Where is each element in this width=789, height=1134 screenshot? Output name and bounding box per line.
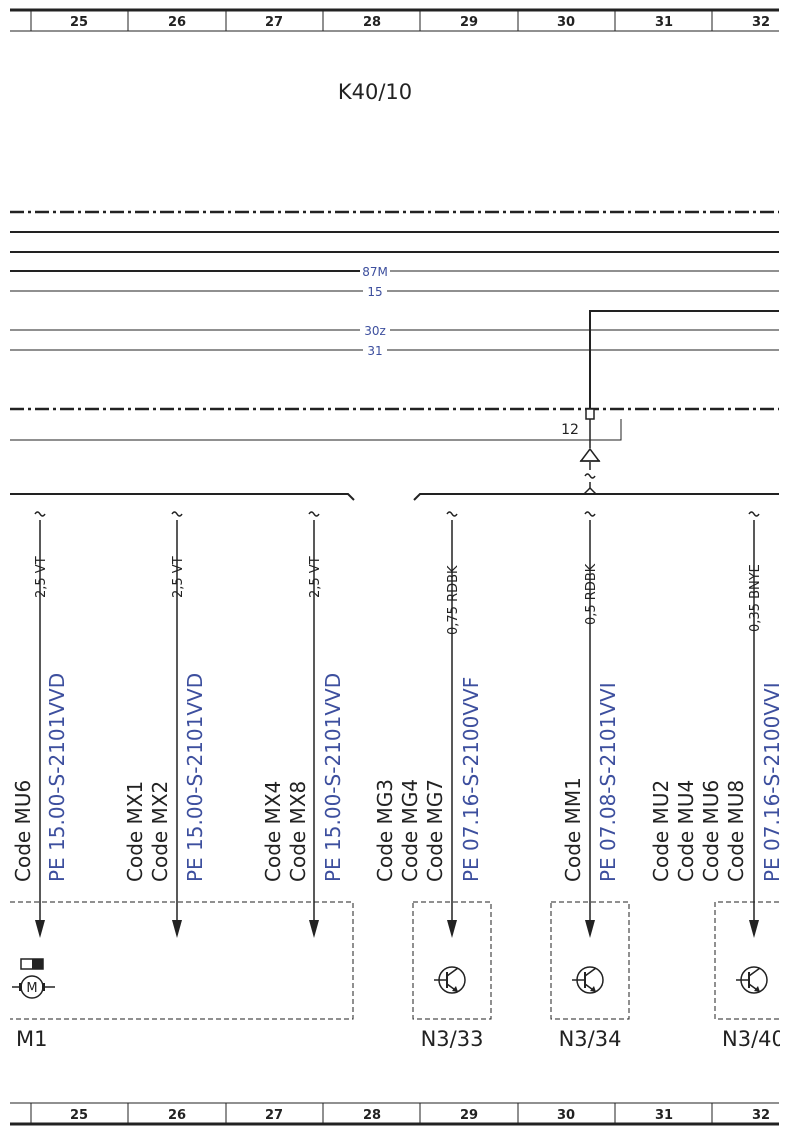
wire-5-code-1: Code MM1	[561, 777, 585, 882]
top-grid-ruler: 25 26 27 28 29 30 31 32	[10, 8, 779, 32]
pin-number: 12	[561, 422, 579, 438]
bottom-grid-ruler: 25 26 27 28 29 30 31 32	[10, 1102, 779, 1126]
wire-6-code-1: Code MU2	[649, 780, 673, 882]
wire-4-code-3: Code MG7	[423, 779, 447, 882]
wire-2-code-1: Code MX1	[123, 781, 147, 882]
harness-bracket-left	[10, 493, 355, 501]
wire-drop-5: 0,5 RDBK PE 07.08-S-2101VVI Code MM1	[561, 511, 620, 938]
bus-87m-label: 87M	[362, 265, 388, 279]
grid-col-32: 32	[752, 15, 770, 30]
component-label-n3-34: N3/34	[559, 1027, 622, 1051]
wire-6-code-3: Code MU6	[699, 780, 723, 882]
grid-col-29-bottom: 29	[460, 1108, 478, 1123]
wire-6-code-4: Code MU8	[724, 780, 748, 882]
wire-2-pe-ref: PE 15.00-S-2101VVD	[183, 673, 207, 882]
grid-col-25: 25	[70, 15, 88, 30]
grid-col-31-bottom: 31	[655, 1108, 673, 1123]
component-box-n3-40	[714, 901, 779, 1020]
tilde-icon	[584, 511, 596, 517]
bus-31-label: 31	[367, 344, 382, 358]
wire-drop-6: 0,35 BNYE PE 07.16-S-2100VVI Code MU2 Co…	[649, 511, 784, 938]
bus-15-label: 15	[367, 285, 382, 299]
tilde-icon	[171, 511, 183, 517]
component-label-n3-40: N3/40	[722, 1027, 785, 1051]
wire-2-code-2: Code MX2	[148, 781, 172, 882]
wire-3-code-1: Code MX4	[261, 781, 285, 882]
grid-col-26: 26	[168, 15, 186, 30]
bus-31: 31	[10, 344, 779, 358]
component-box-n3-34	[550, 901, 630, 1020]
module-title: K40/10	[338, 80, 412, 104]
grid-col-29: 29	[460, 15, 478, 30]
feed-wire-15	[589, 310, 779, 408]
grid-col-27: 27	[265, 15, 283, 30]
wire-4-code-2: Code MG4	[398, 779, 422, 882]
wire-2-gauge: 2,5 VT	[171, 556, 186, 598]
wire-1-gauge: 2,5 VT	[34, 556, 49, 598]
wire-5-pe-ref: PE 07.08-S-2101VVI	[596, 682, 620, 882]
bus-87m: 87M	[10, 265, 779, 279]
wire-4-pe-ref: PE 07.16-S-2100VVF	[459, 677, 483, 882]
motor-symbol-letter: M	[26, 981, 37, 996]
wire-1-code-1: Code MU6	[11, 780, 35, 882]
motor-icon: M	[12, 958, 55, 999]
connector-pin	[585, 408, 595, 420]
wire-drop-2: 2,5 VT PE 15.00-S-2101VVD Code MX1 Code …	[123, 511, 207, 938]
bus-30z: 30z	[10, 324, 779, 338]
wire-drop-3: 2,5 VT PE 15.00-S-2101VVD Code MX4 Code …	[261, 511, 345, 938]
grid-col-27-bottom: 27	[265, 1108, 283, 1123]
wire-6-gauge: 0,35 BNYE	[748, 564, 763, 632]
component-box-n3-33	[412, 901, 492, 1020]
bus-30z-label: 30z	[364, 324, 386, 338]
wire-4-gauge: 0,75 RDBK	[446, 565, 461, 635]
tilde-icon	[446, 511, 458, 517]
wire-4-code-1: Code MG3	[373, 779, 397, 882]
tilde-icon	[308, 511, 320, 517]
wire-6-code-2: Code MU4	[674, 780, 698, 882]
wire-5-gauge: 0,5 RDBK	[584, 563, 599, 625]
component-label-m1: M1	[16, 1027, 47, 1051]
grid-col-26-bottom: 26	[168, 1108, 186, 1123]
pin-bracket-line	[10, 419, 622, 441]
grid-col-31: 31	[655, 15, 673, 30]
harness-bracket-right	[413, 493, 779, 501]
component-label-n3-33: N3/33	[421, 1027, 484, 1051]
grid-col-30: 30	[557, 15, 575, 30]
grid-col-32-bottom: 32	[752, 1108, 770, 1123]
wire-3-pe-ref: PE 15.00-S-2101VVD	[321, 673, 345, 882]
bus-15: 15	[10, 285, 779, 299]
ground-symbol-icon	[579, 447, 601, 495]
tilde-icon	[34, 511, 46, 517]
grid-col-28-bottom: 28	[363, 1108, 381, 1123]
transistor-icon-n3-33	[434, 966, 466, 994]
wire-drop-1: 2,5 VT PE 15.00-S-2101VVD Code MU6	[11, 511, 69, 938]
grid-col-28: 28	[363, 15, 381, 30]
wire-drop-4: 0,75 RDBK PE 07.16-S-2100VVF Code MG3 Co…	[373, 511, 483, 938]
grid-col-30-bottom: 30	[557, 1108, 575, 1123]
grid-col-25-bottom: 25	[70, 1108, 88, 1123]
transistor-icon-n3-40	[736, 966, 768, 994]
wire-3-code-2: Code MX8	[286, 781, 310, 882]
component-box-m1	[10, 901, 354, 1020]
wire-3-gauge: 2,5 VT	[308, 556, 323, 598]
transistor-icon-n3-34	[572, 966, 604, 994]
tilde-icon	[748, 511, 760, 517]
wire-1-pe-ref: PE 15.00-S-2101VVD	[45, 673, 69, 882]
